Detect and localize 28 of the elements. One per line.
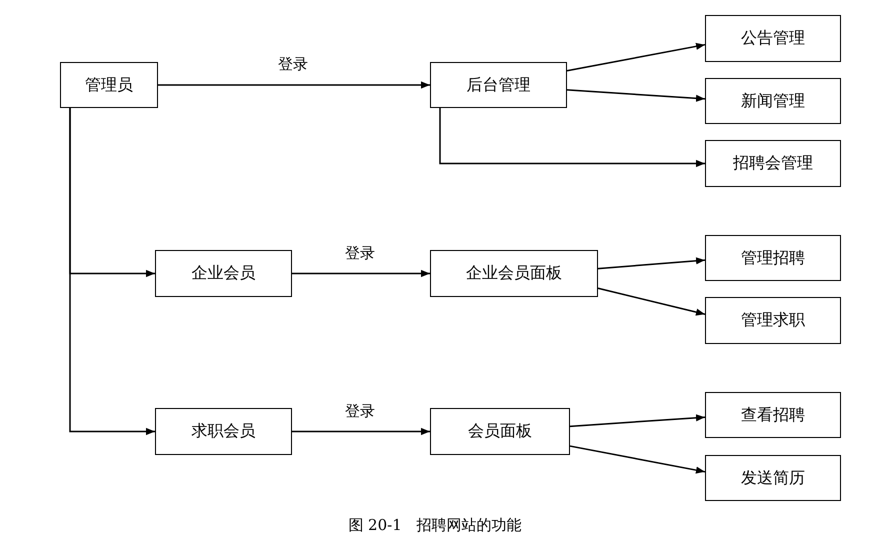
process-box: 求职会员 bbox=[155, 408, 292, 455]
process-box: 公告管理 bbox=[705, 15, 841, 62]
process-box: 企业会员 bbox=[155, 250, 292, 297]
process-box: 查看招聘 bbox=[705, 392, 841, 438]
arrow bbox=[292, 270, 430, 278]
arrow bbox=[566, 42, 706, 72]
arrow bbox=[69, 108, 155, 436]
arrow bbox=[570, 445, 706, 474]
process-box: 管理求职 bbox=[705, 297, 841, 344]
edge-label: 登录 bbox=[276, 55, 310, 74]
edge-label: 登录 bbox=[343, 402, 377, 420]
arrow bbox=[598, 257, 706, 270]
figure-caption: 图 20-1 招聘网站的功能 bbox=[348, 516, 522, 534]
arrow bbox=[570, 414, 706, 428]
process-box: 企业会员面板 bbox=[430, 250, 598, 297]
arrow bbox=[292, 428, 430, 436]
arrow bbox=[598, 288, 706, 316]
edge-label: 登录 bbox=[343, 244, 377, 262]
process-box: 管理招聘 bbox=[705, 235, 841, 281]
process-box: 管理员 bbox=[60, 62, 158, 108]
process-box: 会员面板 bbox=[430, 408, 570, 455]
process-box: 发送简历 bbox=[705, 455, 841, 501]
arrow bbox=[158, 81, 430, 89]
arrow bbox=[439, 108, 705, 168]
process-box: 新闻管理 bbox=[705, 78, 841, 124]
process-box: 招聘会管理 bbox=[705, 140, 841, 187]
process-box: 后台管理 bbox=[430, 62, 567, 108]
arrow bbox=[566, 89, 706, 102]
